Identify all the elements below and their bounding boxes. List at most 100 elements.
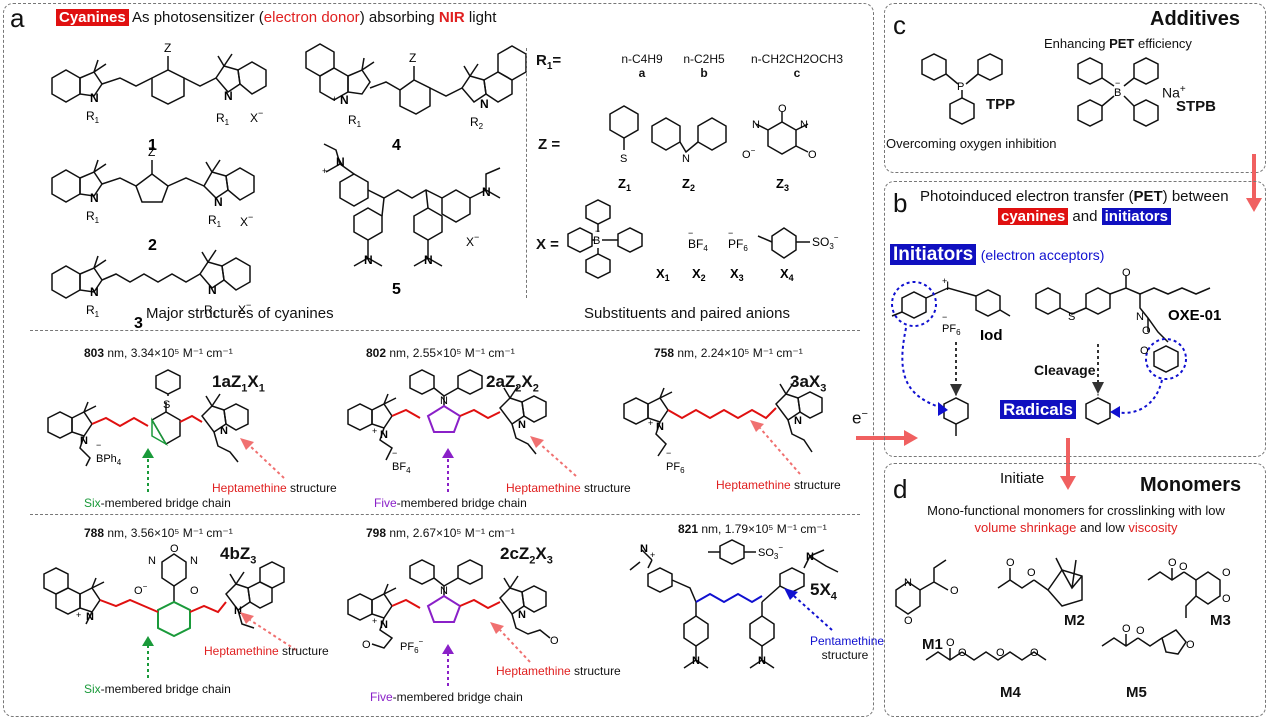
atom-n: N bbox=[234, 605, 242, 617]
z-substituents: S N O O− O N N Z1 Z2 Z3 bbox=[609, 103, 817, 193]
atom-o: O bbox=[170, 543, 179, 555]
atom-n: N bbox=[752, 119, 760, 131]
z-label: Z bbox=[164, 41, 171, 55]
atom-n: N bbox=[224, 89, 233, 103]
initiators-tag: initiators bbox=[1101, 208, 1171, 225]
z-label: Z bbox=[148, 145, 155, 159]
stpb-label: STPB bbox=[1176, 98, 1217, 115]
divider-vertical bbox=[526, 48, 527, 298]
hepta-red: Heptamethine bbox=[204, 644, 279, 658]
desc-red: volume shrinkage bbox=[974, 520, 1077, 535]
initiate-label: Initiate bbox=[1000, 470, 1045, 487]
bridge-rest: -membered bridge chain bbox=[392, 690, 523, 704]
stpb-structure: B − bbox=[1077, 57, 1159, 127]
atom-o: O− bbox=[742, 146, 756, 161]
initiate-arrow bbox=[1060, 438, 1076, 490]
dye-1-absorption: 803 nm, 3.34×10⁵ M⁻¹ cm⁻¹ bbox=[84, 346, 233, 360]
atom-o: O bbox=[1222, 567, 1231, 579]
pet-efficiency-label: Enhancing PET efficiency bbox=[1044, 36, 1192, 51]
radical-dot: · bbox=[954, 387, 958, 401]
atom-n: N bbox=[440, 395, 448, 407]
atom-o: O bbox=[190, 585, 199, 597]
pet-text: Photoinduced electron transfer ( bbox=[920, 188, 1134, 205]
title-red: electron donor bbox=[263, 9, 360, 26]
bridge-purple: Five bbox=[374, 496, 397, 510]
cleavage-label: Cleavage bbox=[1034, 362, 1096, 378]
dye-5-arrows bbox=[442, 622, 531, 686]
atom-n: N bbox=[90, 285, 99, 299]
atom-o: O bbox=[946, 637, 955, 649]
monomer-m1: M1 bbox=[922, 636, 943, 653]
dye-1-name: 1aZ1X1 bbox=[212, 372, 265, 395]
dye-eps: nm, 3.34×10⁵ M⁻¹ cm⁻¹ bbox=[104, 346, 233, 360]
hepta-rest: structure bbox=[570, 664, 621, 678]
atom-o: O bbox=[950, 585, 959, 597]
dye-2-hepta-label: Heptamethine structure bbox=[506, 481, 631, 495]
dye-1-bridge-label: Six-membered bridge chain bbox=[84, 496, 231, 510]
atom-o: O bbox=[1142, 325, 1151, 337]
dye-5-structure: N + N N O O PF6− bbox=[347, 559, 559, 655]
desc-red: viscosity bbox=[1128, 520, 1178, 535]
atom-o: O bbox=[1006, 557, 1015, 569]
desc-text: Mono-functional monomers for crosslinkin… bbox=[927, 503, 1225, 518]
dye-nm: 788 bbox=[84, 526, 105, 540]
atom-n: N bbox=[758, 655, 766, 667]
title-part: ) absorbing bbox=[359, 9, 439, 26]
plus-sign: + bbox=[372, 616, 377, 626]
r2-label: R2 bbox=[470, 115, 484, 131]
compound-5: 5 bbox=[392, 281, 401, 298]
r1-label: R1 bbox=[86, 109, 100, 125]
dye-eps: nm, 2.67×10⁵ M⁻¹ cm⁻¹ bbox=[386, 526, 515, 540]
atom-n: N bbox=[440, 585, 448, 597]
r1-label: R1 bbox=[86, 209, 100, 225]
additives-to-pet-arrow bbox=[1246, 154, 1262, 212]
cyanines-tag: cyanines bbox=[998, 208, 1069, 225]
dye-3-structure: N + N PF6 − bbox=[623, 381, 823, 475]
divider-horizontal-1 bbox=[30, 330, 860, 331]
electron-label: e− bbox=[852, 408, 868, 428]
cyanine-structures-1-2-3: N R1 Z N R1 X− 1 Z N R1 N R1 X− 2 N R1 N… bbox=[51, 41, 267, 332]
compound-3: 3 bbox=[134, 315, 143, 332]
panel-d-letter: d bbox=[893, 474, 908, 504]
r1-label: R1 bbox=[216, 111, 230, 127]
atom-i: I bbox=[946, 279, 949, 293]
major-structures-caption: Major structures of cyanines bbox=[146, 305, 334, 322]
z2-label: Z2 bbox=[682, 176, 695, 193]
atom-p: P bbox=[957, 81, 964, 93]
atom-n: N bbox=[682, 153, 690, 165]
panel-a bbox=[3, 3, 874, 717]
dye-nm: 803 bbox=[84, 346, 105, 360]
electron-symbol: e bbox=[852, 408, 862, 428]
x-label: X− bbox=[250, 108, 263, 125]
atom-o: O bbox=[808, 149, 817, 161]
bridge-purple: Five bbox=[370, 690, 393, 704]
dye-2-bridge-label: Five-membered bridge chain bbox=[374, 496, 527, 510]
panel-c-title: Additives bbox=[1150, 8, 1241, 30]
monomer-m4: M4 bbox=[1000, 684, 1021, 701]
anion: PF6− bbox=[400, 637, 424, 655]
dye-3-name: 3aX3 bbox=[790, 372, 827, 395]
atom-o: O bbox=[1186, 639, 1195, 651]
bridge-rest: -membered bridge chain bbox=[396, 496, 527, 510]
atom-o: O bbox=[996, 647, 1005, 659]
atom-n: N bbox=[518, 609, 526, 621]
atom-o: O bbox=[1122, 623, 1131, 635]
and-text: and bbox=[1068, 208, 1102, 225]
iod-label: Iod bbox=[980, 327, 1003, 344]
x-label: X− bbox=[466, 232, 479, 249]
dye-4-arrows bbox=[142, 612, 297, 678]
minus-sign: − bbox=[666, 448, 671, 458]
atom-n: N bbox=[90, 91, 99, 105]
atom-s: S bbox=[1068, 311, 1075, 323]
radical-dot: · bbox=[1096, 387, 1100, 401]
dye-2-absorption: 802 nm, 2.55×10⁵ M⁻¹ cm⁻¹ bbox=[366, 346, 515, 360]
atom-o: O bbox=[958, 647, 967, 659]
plus-sign: + bbox=[648, 418, 653, 428]
z-row-label: Z = bbox=[538, 136, 561, 153]
acceptors-text: (electron acceptors) bbox=[980, 247, 1105, 263]
atom-o: O bbox=[778, 103, 787, 115]
plus-sign: + bbox=[372, 426, 377, 436]
